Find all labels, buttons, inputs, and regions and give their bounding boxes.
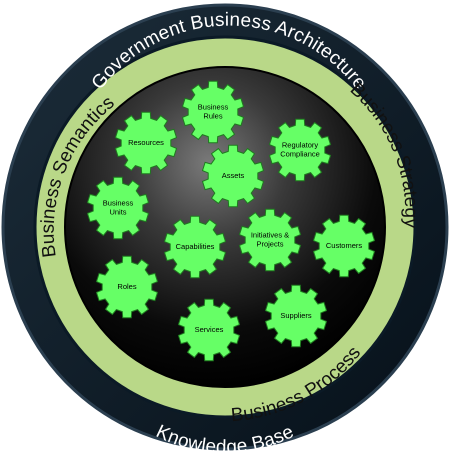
gear-label: Services <box>195 325 224 334</box>
gear-icon <box>312 214 376 278</box>
gear-label: Capabilities <box>176 242 215 251</box>
gear-icon <box>181 80 245 144</box>
gear-icon <box>114 111 178 175</box>
gear-label: Suppliers <box>280 311 312 320</box>
gear-label: Roles <box>117 282 136 291</box>
gear-icon <box>163 215 227 279</box>
gear-label: Projects <box>256 239 283 248</box>
gear-label: Units <box>109 207 126 216</box>
gear-label: Compliance <box>280 149 320 158</box>
gear-icon <box>264 284 328 348</box>
gear-icon <box>268 118 332 182</box>
gear-icon <box>86 176 150 240</box>
gear-label: Regulatory <box>282 140 319 149</box>
gear-customers: Customers <box>312 214 376 278</box>
gear-suppliers: Suppliers <box>264 284 328 348</box>
gear-roles: Roles <box>95 255 159 319</box>
gear-label: Resources <box>128 138 164 147</box>
gear-icon <box>238 208 302 272</box>
gear-label: Customers <box>326 241 363 250</box>
gear-assets: Assets <box>201 144 265 208</box>
gear-icon <box>201 144 265 208</box>
gear-capabilities: Capabilities <box>163 215 227 279</box>
gear-label: Assets <box>222 171 245 180</box>
gear-resources: Resources <box>114 111 178 175</box>
gear-label: Business <box>198 102 229 111</box>
gear-label: Initiatives & <box>251 230 289 239</box>
gear-icon <box>177 298 241 362</box>
gear-initiatives-projects: Initiatives &Projects <box>238 208 302 272</box>
gear-label: Business <box>103 198 134 207</box>
gear-services: Services <box>177 298 241 362</box>
gear-icon <box>95 255 159 319</box>
gear-label: Rules <box>203 111 222 120</box>
